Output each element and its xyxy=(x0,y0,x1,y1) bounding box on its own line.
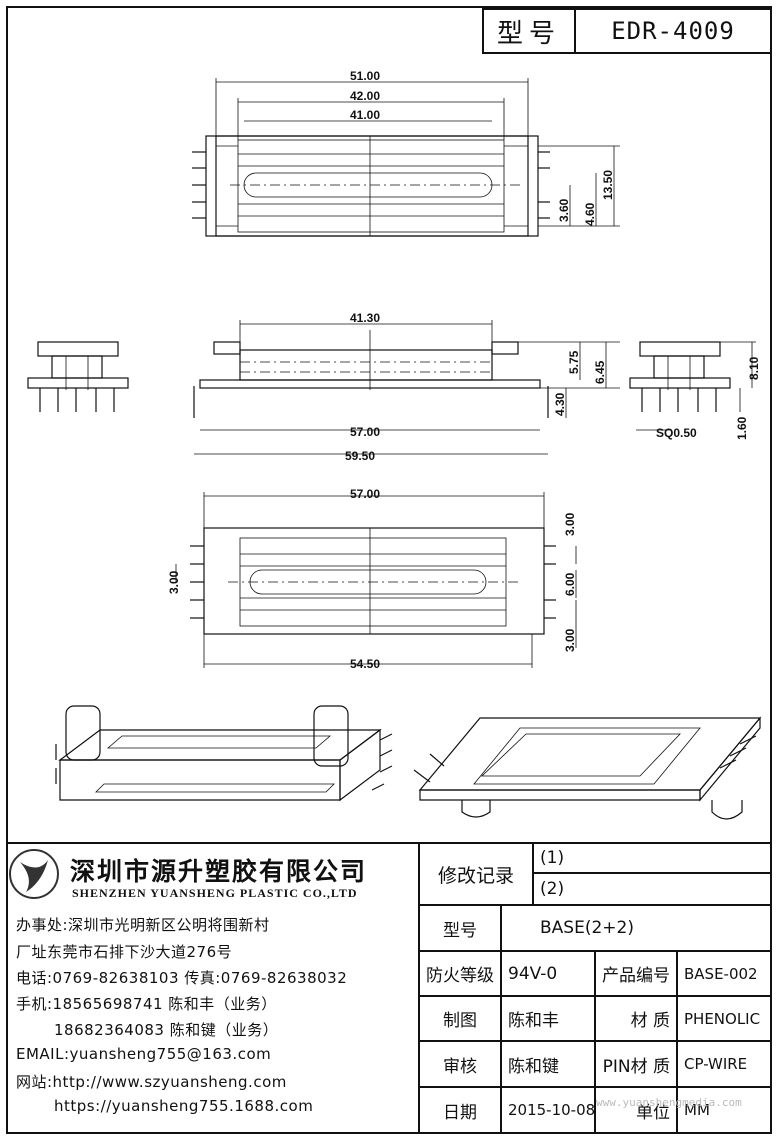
dim-3-60: 3.60 xyxy=(557,198,571,222)
drawn-by-label: 制图 xyxy=(443,1011,477,1031)
date-value: 2015-10-08 xyxy=(508,1101,596,1119)
model-value: BASE(2+2) xyxy=(540,918,634,938)
fire-rating-label: 防火等级 xyxy=(426,966,494,986)
pin-material-value: CP-WIRE xyxy=(684,1055,748,1073)
website-1: 网站:http://www.szyuansheng.com xyxy=(16,1073,287,1091)
company-name-en: SHENZHEN YUANSHENG PLASTIC CO.,LTD xyxy=(72,886,358,900)
model-header: 型号 EDR-4009 xyxy=(482,8,772,54)
unit-value: MM xyxy=(684,1101,710,1119)
watermark: www.yuanshengmedia.com xyxy=(596,1096,742,1109)
drawing-frame xyxy=(6,6,772,1134)
product-no-label: 产品编号 xyxy=(602,966,670,986)
top-view: 51.00 42.00 41.00 13.50 3.60 4.60 xyxy=(192,69,620,237)
dim-6-45: 6.45 xyxy=(593,360,607,384)
dim-4-30: 4.30 xyxy=(553,392,567,416)
product-no-value: BASE-002 xyxy=(684,964,758,983)
iso-view-right xyxy=(413,716,762,820)
drawn-by-value: 陈和丰 xyxy=(508,1011,559,1031)
website-2: https://yuansheng755.1688.com xyxy=(54,1097,314,1115)
email: EMAIL:yuansheng755@163.com xyxy=(16,1045,272,1063)
dim-3-00-b: 3.00 xyxy=(167,570,181,594)
dim-3-00-c: 3.00 xyxy=(563,628,577,652)
tb-rev-sep xyxy=(532,872,772,874)
dim-8-10: 8.10 xyxy=(747,356,761,380)
tb-row-sep-3 xyxy=(418,995,772,997)
dim-sq: SQ0.50 xyxy=(656,426,697,440)
fire-rating-value: 94V-0 xyxy=(508,963,558,984)
iso-view-left xyxy=(55,705,393,802)
dim-59-50: 59.50 xyxy=(345,449,375,463)
technical-drawing: 51.00 42.00 41.00 13.50 3.60 4.60 41.30 … xyxy=(27,69,762,820)
dim-4-60: 4.60 xyxy=(583,202,597,226)
pin-material-label: PIN材 质 xyxy=(602,1056,670,1077)
company-header: 深圳市源升塑胶有限公司 SHENZHEN YUANSHENG PLASTIC C… xyxy=(8,848,416,908)
model-value: EDR-4009 xyxy=(611,17,735,45)
dim-41-30: 41.30 xyxy=(350,311,380,325)
dim-54-50: 54.50 xyxy=(350,657,380,671)
title-block xyxy=(6,842,772,1134)
material-label: 材 质 xyxy=(630,1011,670,1031)
dim-top-57: 57.00 xyxy=(350,487,380,501)
model-key: 型号 xyxy=(484,10,576,52)
dim-5-75: 5.75 xyxy=(567,350,581,374)
front-view: 41.30 5.75 6.45 4.30 57.00 59.50 xyxy=(193,311,620,463)
dim-57: 57.00 xyxy=(350,425,380,439)
tb-row-sep-5 xyxy=(418,1086,772,1088)
office-address: 办事处:深圳市光明新区公明将围新村 xyxy=(16,916,270,934)
unit-label: 单位 xyxy=(636,1102,670,1123)
tb-row-sep-1 xyxy=(418,904,772,906)
tb-row-sep-2 xyxy=(418,950,772,952)
phone-fax: 电话:0769-82638103 传真:0769-82638032 xyxy=(16,969,348,987)
material-value: PHENOLIC xyxy=(684,1009,761,1028)
date-label: 日期 xyxy=(443,1102,477,1123)
tb-divider-col1 xyxy=(500,904,502,1134)
tb-divider-col2 xyxy=(594,950,596,1134)
company-name: 深圳市源升塑胶有限公司 xyxy=(70,857,368,886)
revision-2: (2) xyxy=(540,879,565,899)
mobile-1: 手机:18565698741 陈和丰（业务） xyxy=(16,995,277,1013)
revision-label: 修改记录 xyxy=(437,864,514,887)
dim-51: 51.00 xyxy=(350,69,380,83)
bottom-view: 57.00 3.00 3.00 6.00 3.00 54.50 xyxy=(167,487,577,671)
dim-3-00-a: 3.00 xyxy=(563,512,577,536)
tb-divider-col3 xyxy=(676,950,678,1134)
dim-42: 42.00 xyxy=(350,89,380,103)
dim-13-50: 13.50 xyxy=(601,170,615,200)
factory-address: 厂址东莞市石排下沙大道276号 xyxy=(16,943,233,961)
tb-divider-main xyxy=(418,842,420,1134)
checked-by-label: 审核 xyxy=(443,1056,477,1077)
mobile-2: 18682364083 陈和键（业务） xyxy=(54,1021,279,1039)
revision-1: (1) xyxy=(540,848,565,868)
checked-by-value: 陈和键 xyxy=(508,1056,559,1077)
model-label: 型号 xyxy=(443,920,477,941)
dim-6-00: 6.00 xyxy=(563,572,577,596)
tb-row-sep-4 xyxy=(418,1040,772,1042)
side-view-left xyxy=(27,341,129,412)
dim-41: 41.00 xyxy=(350,108,380,122)
company-logo-icon xyxy=(9,849,59,899)
dim-1-60: 1.60 xyxy=(735,416,749,440)
side-view-right: 8.10 1.60 SQ0.50 xyxy=(629,341,761,440)
